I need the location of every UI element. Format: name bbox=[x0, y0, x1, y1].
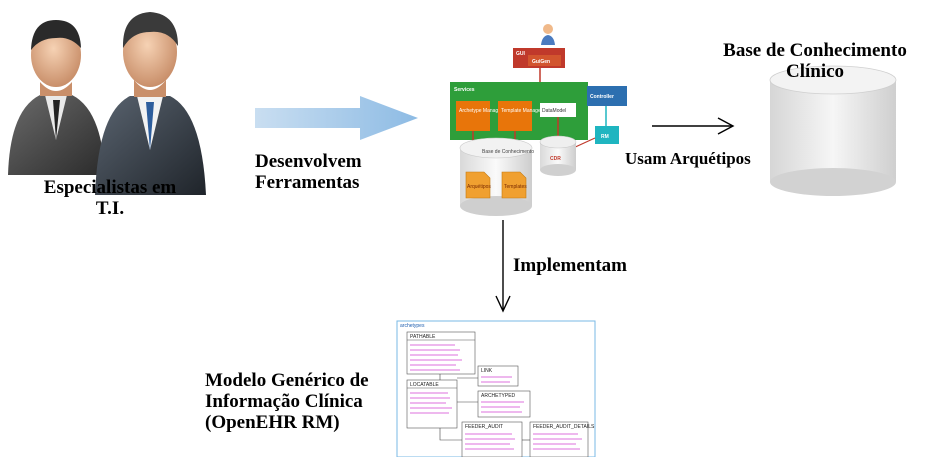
model-line2: Informação Clínica bbox=[205, 391, 363, 412]
templates-doc-label: Templates bbox=[504, 184, 527, 190]
specialist-person-right-icon bbox=[95, 12, 206, 195]
model-line3: (OpenEHR RM) bbox=[205, 412, 340, 433]
archetype-manager-label: Archetype Manager bbox=[459, 108, 503, 114]
archetype-manager-box bbox=[456, 101, 490, 131]
develop-line1: Desenvolvem bbox=[255, 151, 362, 172]
template-manager-label: Template Manager bbox=[501, 108, 543, 114]
specialist-person-left-icon bbox=[8, 20, 105, 175]
gui-label: GUI bbox=[516, 51, 526, 57]
template-manager-box bbox=[498, 101, 532, 131]
use-archetypes-arrow bbox=[652, 117, 735, 135]
specialists-line2: T.I. bbox=[95, 198, 125, 219]
uml-class-archetyped: ARCHETYPED bbox=[481, 393, 516, 399]
rm-box bbox=[595, 126, 619, 144]
knowledge-base-label: Base de Conhecimento Clínico bbox=[705, 40, 925, 82]
kb-small-label: Base de Conhecimento bbox=[482, 149, 534, 155]
cdr-label: CDR bbox=[550, 156, 561, 162]
openehr-uml-diagram: archetypes PATHABLE LOCATABLE LINK ARCHE… bbox=[396, 320, 596, 457]
archetypes-doc-label: Arquétipos bbox=[467, 184, 491, 190]
guigen-label: GuiGen bbox=[532, 59, 550, 65]
uml-class-feeder-audit-details: FEEDER_AUDIT_DETAILS bbox=[533, 424, 595, 430]
cdr-database-icon: CDR bbox=[539, 135, 577, 176]
services-label: Services bbox=[454, 87, 475, 93]
kb-line2: Clínico bbox=[785, 61, 845, 82]
model-line1: Modelo Genérico de bbox=[205, 370, 369, 391]
user-icon bbox=[541, 24, 555, 45]
implement-arrow bbox=[495, 220, 511, 313]
develop-arrow bbox=[255, 96, 418, 140]
develop-line2: Ferramentas bbox=[255, 172, 360, 193]
uml-class-link: LINK bbox=[481, 368, 493, 374]
uml-class-feeder-audit: FEEDER_AUDIT bbox=[465, 424, 503, 430]
rm-label: RM bbox=[601, 134, 609, 140]
kb-line1: Base de Conhecimento bbox=[723, 40, 907, 61]
uml-class-pathable: PATHABLE bbox=[410, 334, 436, 340]
implement-label: Implementam bbox=[513, 255, 627, 276]
uml-frame-label: archetypes bbox=[400, 323, 425, 329]
use-archetypes-label: Usam Arquétipos bbox=[625, 149, 751, 168]
uml-class-locatable: LOCATABLE bbox=[410, 382, 439, 388]
datamodel-label: DataModel bbox=[542, 108, 566, 114]
controller-label: Controller bbox=[590, 94, 614, 100]
knowledge-base-database-icon bbox=[769, 65, 897, 196]
model-label: Modelo Genérico de Informação Clínica (O… bbox=[205, 370, 369, 433]
develop-label: Desenvolvem Ferramentas bbox=[255, 151, 362, 193]
datamodel-box bbox=[540, 103, 576, 117]
specialists-label: Especialistas em T.I. bbox=[20, 177, 200, 219]
kb-small-database-icon: Base de Conhecimento Arquétipos Template… bbox=[459, 137, 534, 216]
specialists-line1: Especialistas em bbox=[43, 177, 177, 198]
controller-box bbox=[587, 86, 627, 106]
architecture-diagram: GUI GuiGen Services Archetype Manager Te… bbox=[450, 24, 627, 216]
